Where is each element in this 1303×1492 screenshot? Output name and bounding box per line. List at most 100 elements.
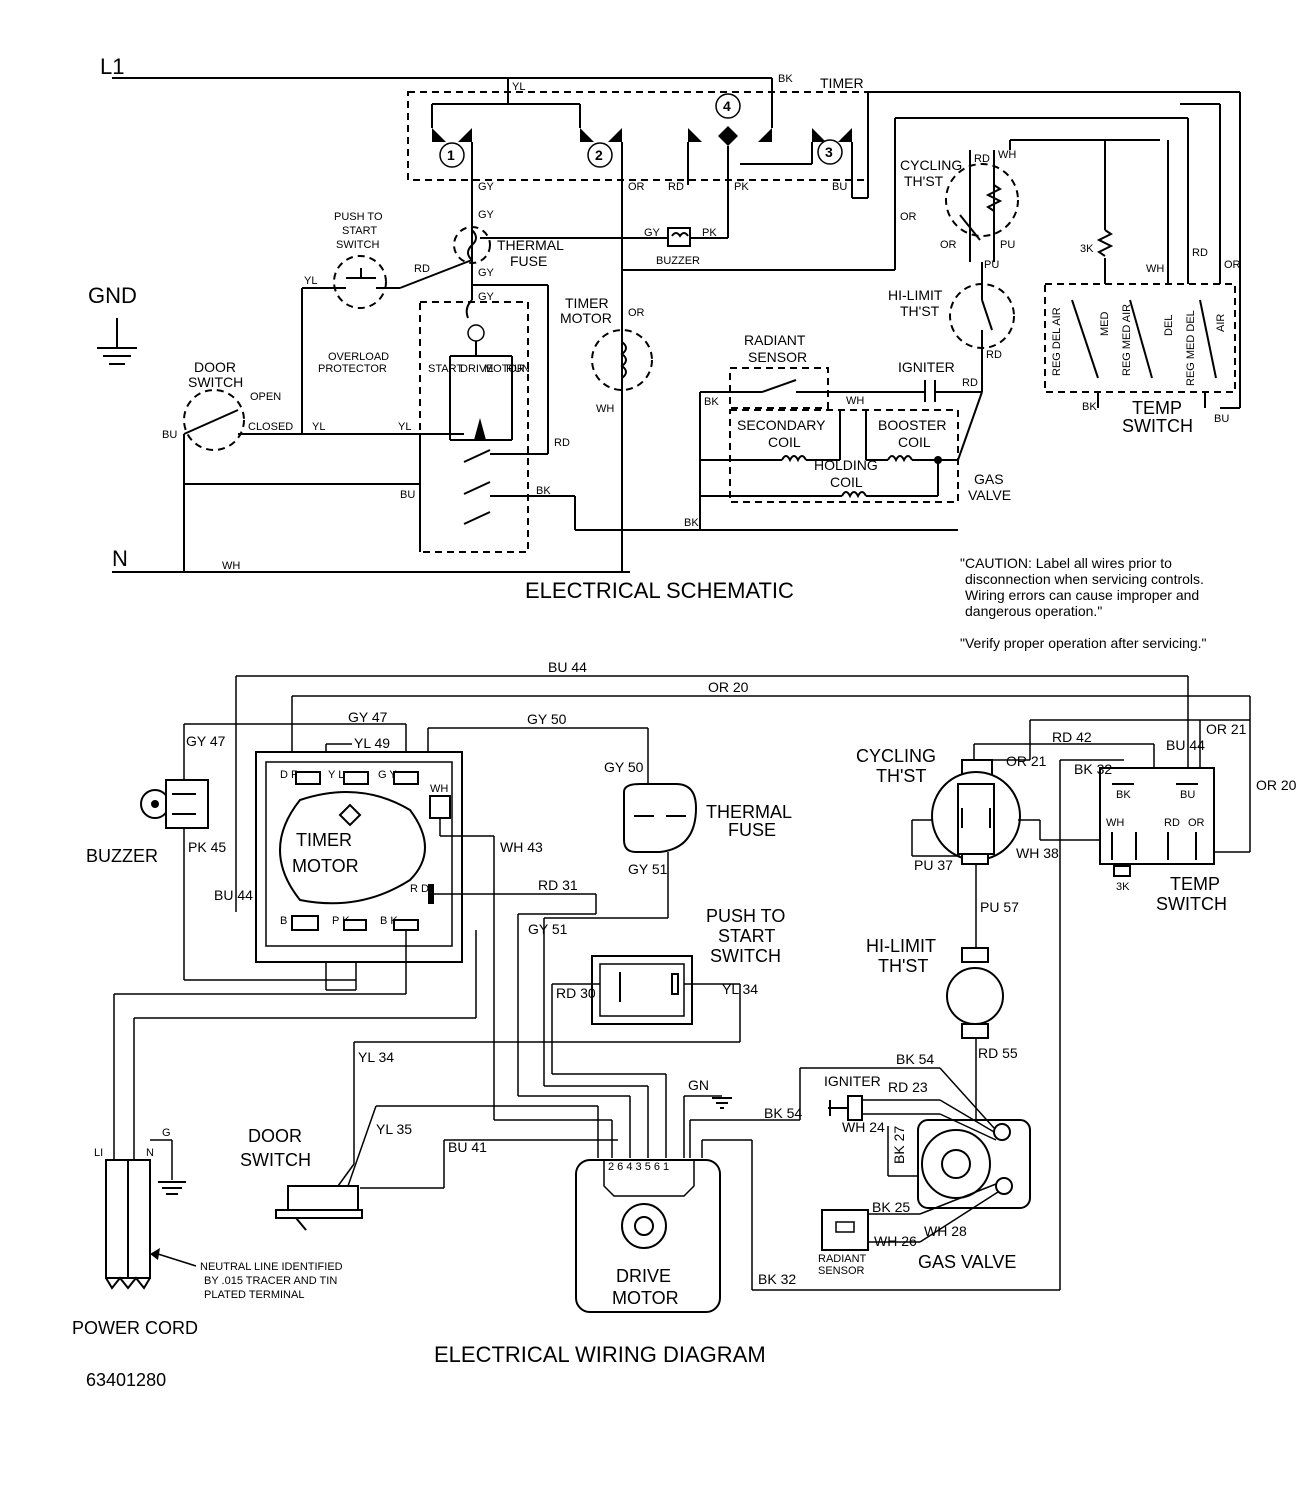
svg-text:IGNITER: IGNITER [824,1073,881,1089]
svg-text:WH: WH [998,149,1016,161]
svg-text:OR: OR [1188,817,1205,829]
buzzer-component [140,779,209,829]
svg-text:N: N [146,1147,154,1159]
svg-text:OR: OR [628,307,645,319]
svg-text:OR 20: OR 20 [708,679,749,695]
svg-text:BU: BU [832,181,847,193]
svg-text:1: 1 [447,147,455,163]
svg-text:DRIVE: DRIVE [460,363,494,375]
svg-text:COIL: COIL [768,434,801,450]
svg-text:YL 49: YL 49 [354,735,390,751]
svg-text:GY 51: GY 51 [628,861,668,877]
svg-text:SENSOR: SENSOR [748,349,807,365]
svg-text:BK 32: BK 32 [758,1271,796,1287]
svg-text:BY .015 TRACER AND TIN: BY .015 TRACER AND TIN [204,1275,337,1287]
cord-ground-icon [158,1181,186,1195]
svg-text:3K: 3K [1116,881,1130,893]
svg-text:START: START [718,926,775,946]
svg-text:3K: 3K [1080,243,1094,255]
svg-text:BU 41: BU 41 [448,1139,487,1155]
push-to-start-schematic [333,255,387,309]
svg-text:BK: BK [684,517,699,529]
svg-text:CLOSED: CLOSED [248,421,293,433]
svg-text:HI-LIMIT: HI-LIMIT [866,936,936,956]
svg-text:HI-LIMIT: HI-LIMIT [888,287,943,303]
svg-text:BK 25: BK 25 [872,1199,910,1215]
svg-text:BUZZER: BUZZER [656,255,700,267]
svg-text:NEUTRAL LINE IDENTIFIED: NEUTRAL LINE IDENTIFIED [200,1261,343,1273]
svg-text:GY: GY [478,209,495,221]
svg-text:PU: PU [984,259,999,271]
svg-text:OR 21: OR 21 [1206,721,1247,737]
svg-text:4: 4 [723,98,731,114]
svg-text:MOTOR: MOTOR [292,856,359,876]
svg-text:TIMER: TIMER [565,295,609,311]
svg-text:R D: R D [410,883,429,895]
svg-text:GAS: GAS [974,471,1004,487]
svg-text:TH'ST: TH'ST [878,956,928,976]
contact-4 [715,93,741,119]
svg-text:PUSH TO: PUSH TO [334,211,383,223]
svg-text:BU: BU [1180,789,1195,801]
svg-text:WH: WH [596,403,614,415]
svg-text:REG DEL AIR: REG DEL AIR [1051,307,1063,376]
svg-text:2 6 4 3 5 6 1: 2 6 4 3 5 6 1 [608,1161,669,1173]
svg-text:RD: RD [1192,247,1208,259]
svg-text:OPEN: OPEN [250,391,281,403]
svg-text:BK: BK [704,396,719,408]
svg-text:PK: PK [702,227,717,239]
svg-text:GY: GY [478,291,495,303]
svg-text:RD: RD [414,263,430,275]
svg-text:"CAUTION: Label all wires prio: "CAUTION: Label all wires prior to [960,555,1172,571]
svg-text:FUSE: FUSE [728,820,776,840]
svg-text:YL 35: YL 35 [376,1121,412,1137]
cycling-thst-component [931,759,1021,865]
svg-text:THERMAL: THERMAL [706,802,792,822]
svg-text:DEL: DEL [1163,315,1175,336]
svg-text:BK: BK [1116,789,1131,801]
svg-text:SWITCH: SWITCH [188,374,243,390]
svg-text:BK 54: BK 54 [764,1105,802,1121]
svg-text:DRIVE: DRIVE [616,1266,671,1286]
svg-text:RD 31: RD 31 [538,877,578,893]
svg-text:RD 55: RD 55 [978,1045,1018,1061]
svg-text:Wiring errors can cause improp: Wiring errors can cause improper and [965,587,1199,603]
svg-text:YL: YL [512,81,525,93]
buzzer-label: BUZZER [86,846,158,866]
svg-text:SWITCH: SWITCH [336,239,379,251]
svg-text:PLATED TERMINAL: PLATED TERMINAL [204,1289,304,1301]
svg-text:VALVE: VALVE [968,487,1011,503]
svg-text:BU 44: BU 44 [548,659,587,675]
svg-text:START: START [428,363,463,375]
svg-text:MOTOR: MOTOR [560,310,612,326]
ground-icon [97,318,137,365]
svg-text:CYCLING: CYCLING [856,746,936,766]
svg-text:BK: BK [778,73,793,85]
svg-text:dangerous operation.": dangerous operation." [965,603,1102,619]
svg-text:CYCLING: CYCLING [900,157,962,173]
svg-text:COIL: COIL [898,434,931,450]
schematic-title: ELECTRICAL SCHEMATIC [525,578,794,603]
svg-text:REG MED AIR: REG MED AIR [1121,304,1133,376]
svg-text:MOTOR: MOTOR [612,1288,679,1308]
svg-text:BU: BU [1214,413,1229,425]
svg-text:TH'ST: TH'ST [876,766,926,786]
svg-text:GY 50: GY 50 [527,711,567,727]
svg-text:COIL: COIL [830,474,863,490]
thermal-fuse-schematic [453,226,491,264]
svg-text:WH: WH [846,395,864,407]
svg-text:WH 24: WH 24 [842,1119,885,1135]
svg-text:RD: RD [986,349,1002,361]
svg-text:PU 57: PU 57 [980,899,1019,915]
svg-text:PU: PU [1000,239,1015,251]
svg-text:TH'ST: TH'ST [904,173,944,189]
svg-text:GY 47: GY 47 [186,733,226,749]
svg-text:RD 23: RD 23 [888,1079,928,1095]
svg-text:DOOR: DOOR [194,359,236,375]
svg-text:RD 42: RD 42 [1052,729,1092,745]
svg-text:RD: RD [668,181,684,193]
cycling-thst-schematic [945,163,1019,237]
part-number: 63401280 [86,1370,166,1390]
svg-text:LI: LI [94,1147,103,1159]
